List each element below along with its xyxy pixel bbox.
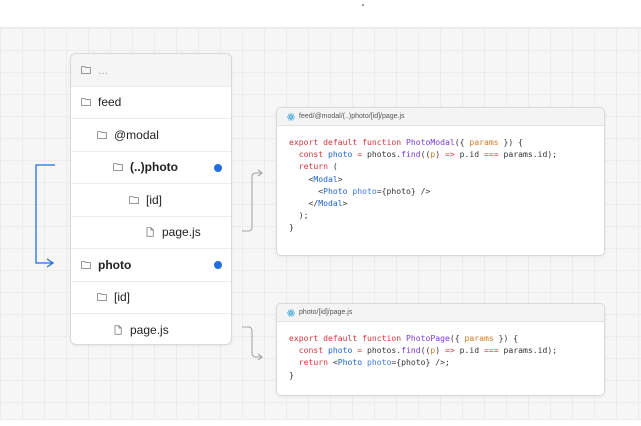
tree-item[interactable]: page.js	[71, 314, 231, 344]
code-line: export default function PhotoModal({ par…	[289, 137, 523, 147]
code-line: const photo = photos.find((p) => p.id ==…	[298, 345, 558, 356]
code-line: </Modal>	[289, 197, 348, 208]
tree-item-label: @modal	[114, 127, 159, 142]
tree-item[interactable]: [id]	[71, 282, 231, 314]
folder-icon	[97, 292, 107, 302]
code-header: photo/[id]/page.js	[277, 304, 604, 322]
page-code-panel: photo/[id]/page.js export default functi…	[276, 303, 605, 396]
modal-code-connector	[242, 169, 263, 232]
code-line: );	[289, 210, 309, 221]
code-line: return (	[298, 161, 338, 172]
active-route-dot	[214, 261, 222, 269]
code-body: export default function PhotoPage({ para…	[277, 322, 604, 381]
tree-item-label: page.js	[162, 225, 201, 240]
folder-icon	[81, 260, 91, 270]
intercept-arrow	[35, 164, 55, 268]
tree-item-label: [id]	[114, 290, 131, 305]
folder-icon	[81, 97, 91, 107]
folder-icon	[113, 162, 123, 172]
file-icon	[113, 325, 123, 335]
tree-item[interactable]: feed	[71, 87, 231, 119]
code-line: return <Photo photo={photo} />;	[298, 357, 450, 368]
tree-item[interactable]: @modal	[71, 119, 231, 152]
code-header: feed/@modal/(..)photo/[id]/page.js	[277, 108, 604, 126]
file-icon	[145, 227, 155, 237]
code-body: export default function PhotoModal({ par…	[277, 126, 604, 234]
code-line: const photo = photos.find((p) => p.id ==…	[298, 149, 558, 160]
folder-icon	[81, 65, 91, 75]
page-code-connector	[242, 326, 263, 361]
tree-item-label: page.js	[130, 323, 169, 338]
tree-item-label: feed	[98, 95, 122, 110]
code-line: }	[289, 369, 294, 380]
code-filename: photo/[id]/page.js	[299, 309, 353, 316]
code-filename: feed/@modal/(..)photo/[id]/page.js	[299, 113, 405, 120]
modal-code-panel: feed/@modal/(..)photo/[id]/page.js expor…	[276, 107, 605, 256]
tree-item[interactable]: page.js	[71, 217, 231, 249]
tree-item[interactable]: [id]	[71, 184, 231, 217]
tree-item-label: ...	[98, 62, 109, 77]
tree-item-label: photo	[98, 257, 132, 272]
folder-icon	[97, 130, 107, 140]
tree-item[interactable]: (..)photo	[71, 152, 231, 184]
folder-icon	[129, 195, 139, 205]
react-icon	[287, 113, 295, 120]
active-route-dot	[214, 163, 222, 172]
react-icon	[287, 309, 295, 316]
tree-item[interactable]: ...	[71, 54, 231, 87]
file-tree: ... feed @modal (..)photo [id] page.js photo [i…	[70, 53, 232, 345]
top-marker	[362, 4, 364, 6]
code-line: export default function PhotoPage({ para…	[289, 333, 519, 343]
code-line: }	[289, 222, 294, 233]
tree-item[interactable]: photo	[71, 249, 231, 282]
tree-item-label: [id]	[146, 192, 163, 207]
code-line: <Photo photo={photo} />	[289, 185, 431, 196]
code-line: <Modal>	[289, 173, 343, 184]
tree-item-label: (..)photo	[130, 160, 178, 175]
